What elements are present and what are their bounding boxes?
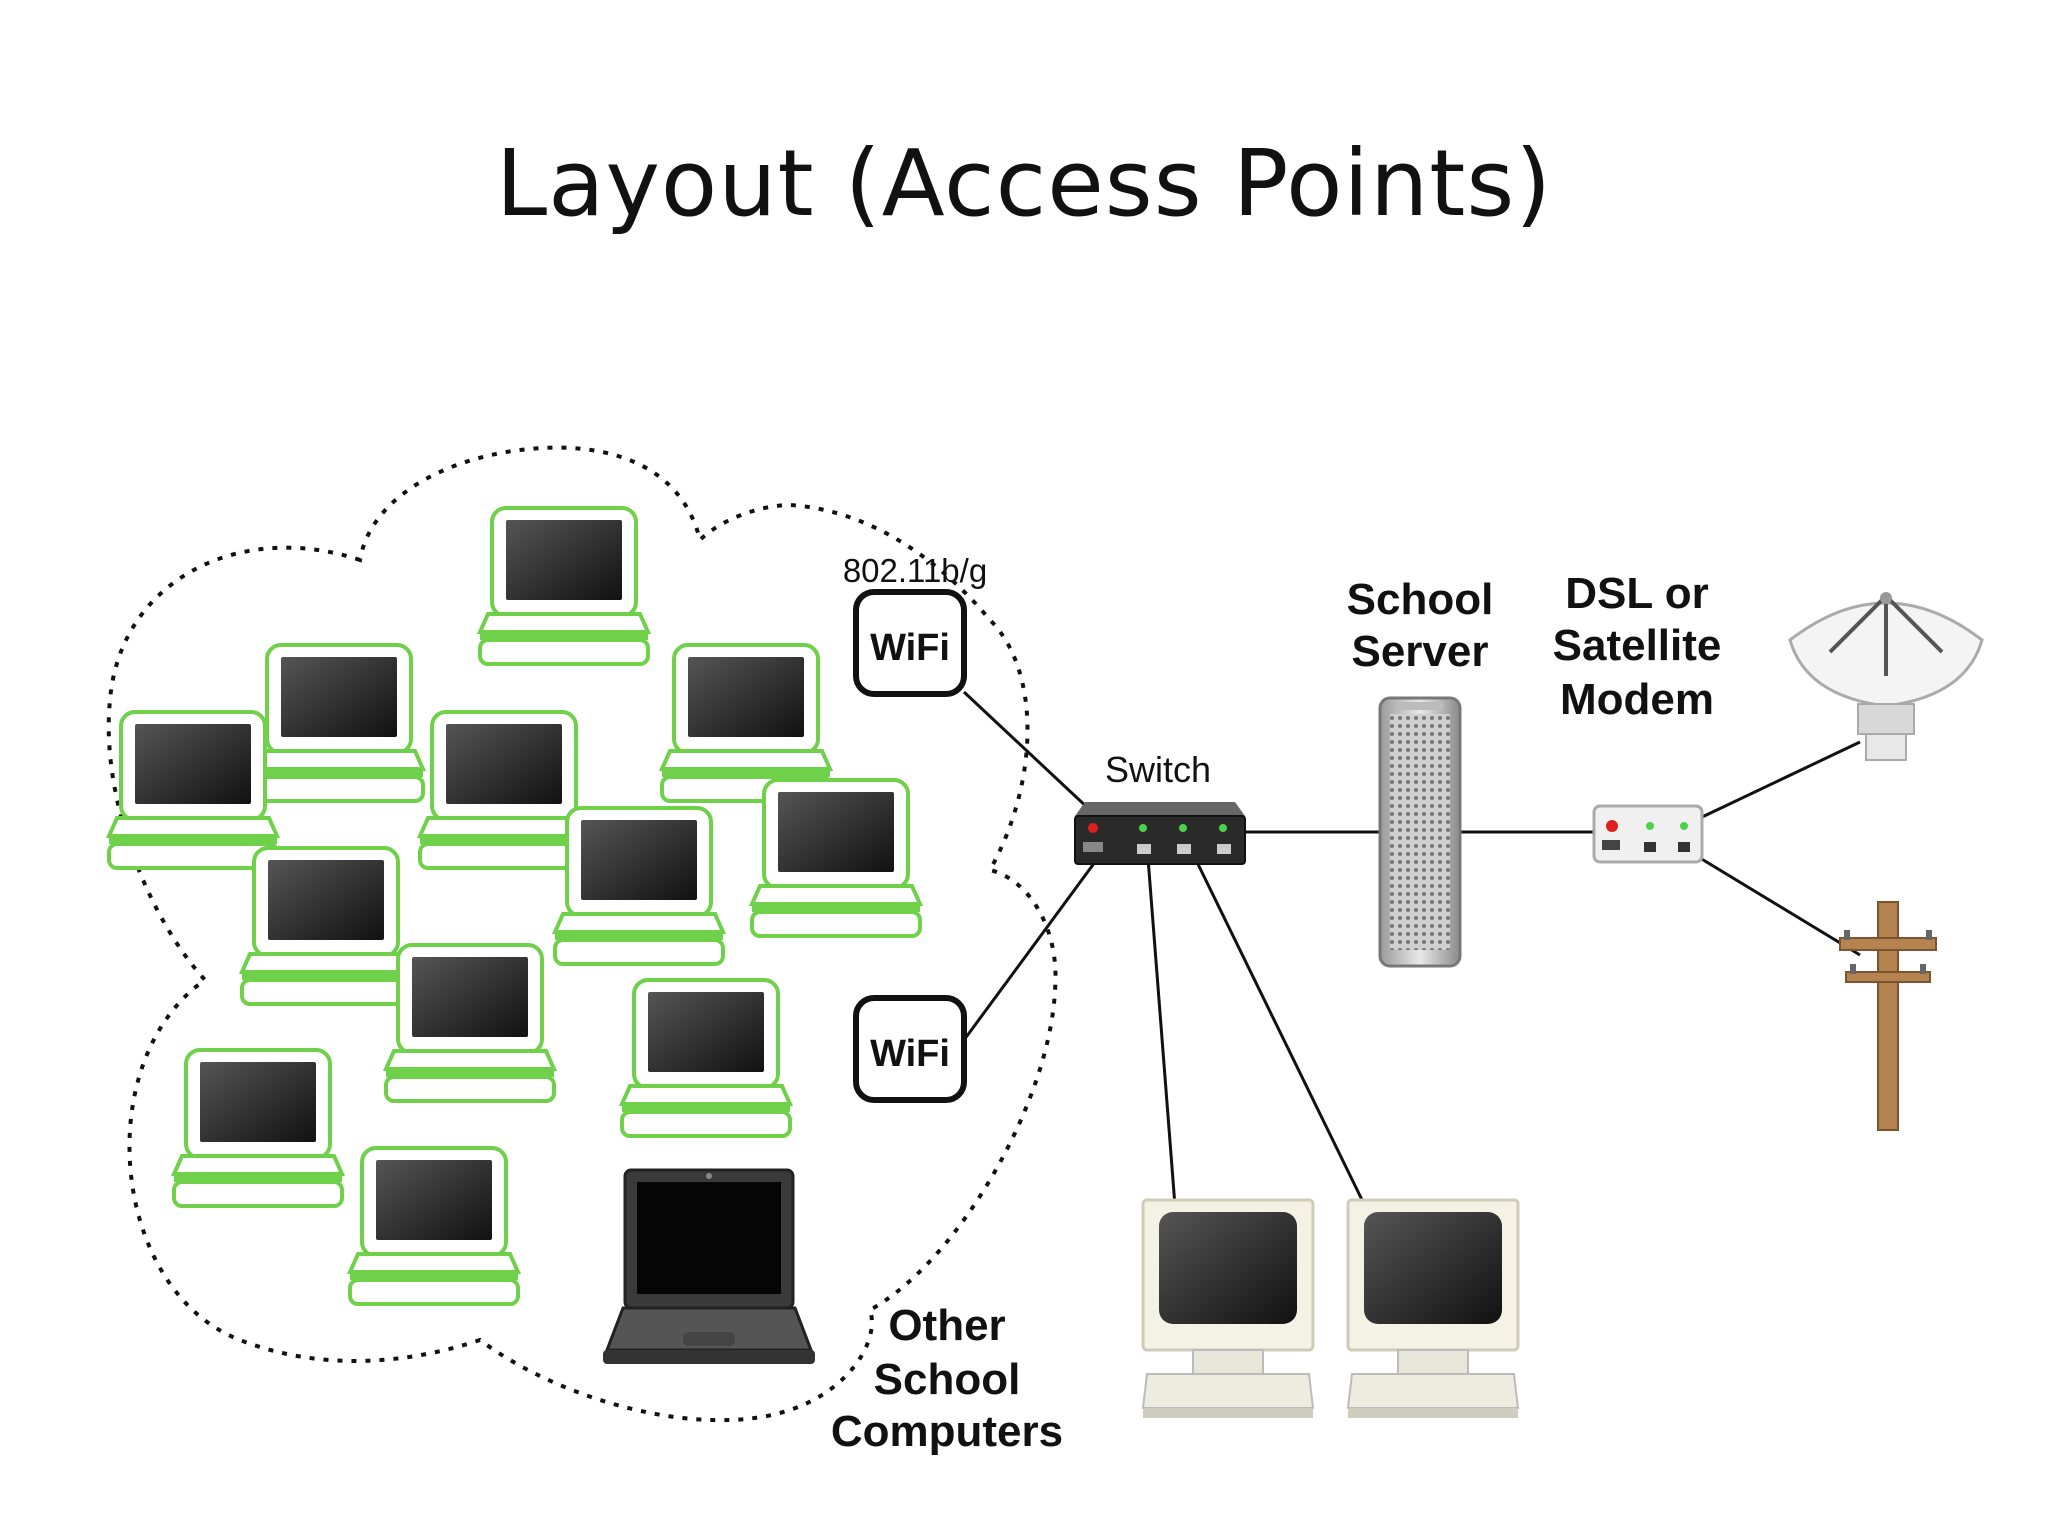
switch-label: Switch (1105, 749, 1211, 790)
desktop-computer-icon (1346, 1198, 1520, 1420)
server-tower-icon[interactable] (1378, 696, 1462, 968)
xo-laptop-icon (620, 978, 792, 1138)
wifi-label-2: WiFi (870, 1033, 950, 1075)
modem-label-line3: Modem (1560, 675, 1714, 724)
wifi-access-point-icon[interactable]: WiFi (856, 592, 964, 694)
modem-label-line2: Satellite (1553, 621, 1722, 670)
wifi-label-1: WiFi (870, 627, 950, 669)
xo-laptop-icon (253, 643, 425, 803)
wifi-access-point-icon[interactable]: WiFi (856, 998, 964, 1100)
other-computers-label-line1: Other (888, 1301, 1005, 1350)
xo-laptop-icon (553, 806, 725, 966)
modem-icon[interactable] (1592, 804, 1704, 864)
network-links (962, 690, 1861, 1207)
other-computers-label-line3: Computers (831, 1407, 1063, 1456)
xo-laptop-icon (384, 943, 556, 1103)
xo-laptop-icon (107, 710, 279, 870)
xo-laptop-icon (660, 643, 832, 803)
school-server-label-line2: Server (1351, 627, 1488, 676)
xo-laptop-group (107, 506, 922, 1306)
modem-label-line1: DSL or (1565, 569, 1708, 618)
xo-laptop-icon (348, 1146, 520, 1306)
satellite-dish-icon (1788, 592, 1984, 761)
xo-laptop-icon (240, 846, 412, 1006)
xo-laptop-icon (478, 506, 650, 666)
xo-laptop-icon (172, 1048, 344, 1208)
network-switch-icon[interactable] (1074, 802, 1246, 865)
desktop-computer-icon (1141, 1198, 1315, 1420)
wifi-standard-label: 802.11b/g (843, 552, 987, 589)
page-title: Layout (Access Points) (495, 130, 1553, 237)
laptop-icon (603, 1168, 815, 1364)
xo-laptop-icon (750, 778, 922, 938)
xo-laptop-icon (418, 710, 590, 870)
telephone-pole-icon (1839, 901, 1937, 1131)
school-server-label-line1: School (1347, 575, 1494, 624)
other-computers-label-line2: School (874, 1355, 1021, 1404)
